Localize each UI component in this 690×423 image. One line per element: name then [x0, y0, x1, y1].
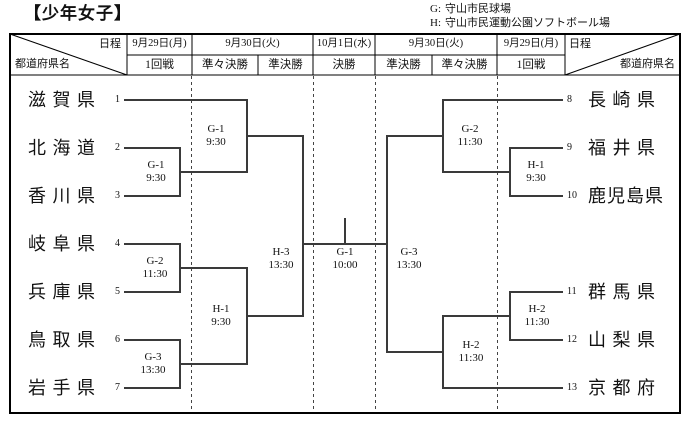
- match-game: H-3: [272, 246, 290, 258]
- match-time: 10:00: [332, 259, 358, 271]
- match-label-r-qf-1: G-2 11:30: [445, 123, 495, 149]
- team-name: 山 梨 県: [588, 330, 656, 350]
- match-label-r-r1-2: H-2 11:30: [512, 303, 562, 329]
- match-game: G-3: [144, 351, 162, 363]
- team-seed: 9: [567, 142, 572, 153]
- match-time: 11:30: [142, 268, 168, 280]
- match-time: 13:30: [396, 259, 422, 271]
- date-col-3: 10月1日(水): [316, 38, 372, 49]
- team-name: 岐 阜 県: [28, 234, 96, 254]
- match-time: 9:30: [211, 316, 231, 328]
- match-label-r-sf: G-3 13:30: [384, 246, 434, 272]
- team-seed: 8: [567, 94, 572, 105]
- venue-legend: G: 守山市民球場 H: 守山市民運動公園ソフトボール場: [430, 2, 610, 30]
- venue-g-name: 守山市民球場: [445, 3, 511, 15]
- team-name: 鹿児島県: [588, 186, 664, 206]
- team-name: 兵 庫 県: [28, 282, 96, 302]
- match-label-l-r1-3: G-3 13:30: [128, 351, 178, 377]
- match-game: H-1: [527, 159, 545, 171]
- round-col-7: 1回戦: [516, 59, 546, 71]
- venue-h-name: 守山市民運動公園ソフトボール場: [445, 17, 610, 29]
- team-name: 群 馬 県: [588, 282, 656, 302]
- team-seed: 13: [567, 382, 577, 393]
- team-name: 福 井 県: [588, 138, 656, 158]
- match-label-l-r1-2: G-2 11:30: [130, 255, 180, 281]
- team-name: 岩 手 県: [28, 378, 96, 398]
- match-time: 9:30: [526, 172, 546, 184]
- match-game: H-2: [462, 339, 480, 351]
- date-col-5: 9月29日(月): [503, 38, 559, 49]
- team-name: 滋 賀 県: [28, 90, 96, 110]
- match-label-r-qf-2: H-2 11:30: [446, 339, 496, 365]
- team-name: 鳥 取 県: [28, 330, 96, 350]
- round-col-5: 準決勝: [386, 59, 421, 71]
- team-seed: 1: [115, 94, 120, 105]
- match-time: 13:30: [140, 364, 166, 376]
- match-game: G-2: [146, 255, 164, 267]
- team-seed: 12: [567, 334, 577, 345]
- bracket-final: [303, 218, 387, 245]
- team-seed: 4: [115, 238, 120, 249]
- date-col-4: 9月30日(火): [408, 38, 464, 49]
- team-seed: 7: [115, 382, 120, 393]
- match-label-r-r1-1: H-1 9:30: [511, 159, 561, 185]
- team-name: 北 海 道: [28, 138, 96, 158]
- legend-venue-h: H: 守山市民運動公園ソフトボール場: [430, 16, 610, 30]
- match-label-l-sf: H-3 13:30: [256, 246, 306, 272]
- team-name: 長 崎 県: [588, 90, 656, 110]
- schedule-label-right: 日程: [569, 38, 591, 50]
- bracket-right-wing: [386, 99, 563, 389]
- match-time: 11:30: [458, 352, 484, 364]
- bracket-left-wing: [124, 99, 304, 389]
- team-seed: 10: [567, 190, 577, 201]
- match-game: G-1: [336, 246, 354, 258]
- match-label-l-qf-1: G-1 9:30: [191, 123, 241, 149]
- match-label-final: G-1 10:00: [320, 246, 370, 272]
- match-game: G-3: [400, 246, 418, 258]
- match-label-l-r1-1: G-1 9:30: [131, 159, 181, 185]
- match-game: H-2: [528, 303, 546, 315]
- match-time: 13:30: [268, 259, 294, 271]
- round-col-2: 準々決勝: [202, 59, 248, 71]
- match-time: 11:30: [524, 316, 550, 328]
- prefecture-label-right: 都道府県名: [620, 58, 675, 70]
- schedule-label-left: 日程: [99, 38, 121, 50]
- round-col-3: 準決勝: [268, 59, 303, 71]
- team-seed: 5: [115, 286, 120, 297]
- prefecture-label-left: 都道府県名: [15, 58, 70, 70]
- legend-venue-g: G: 守山市民球場: [430, 2, 610, 16]
- team-seed: 6: [115, 334, 120, 345]
- date-col-2: 9月30日(火): [225, 38, 280, 49]
- match-game: H-1: [212, 303, 230, 315]
- date-col-1: 9月29日(月): [132, 38, 187, 49]
- team-name: 京 都 府: [588, 378, 656, 398]
- round-col-1: 1回戦: [145, 59, 174, 71]
- match-time: 9:30: [206, 136, 226, 148]
- table-frame: [9, 33, 681, 414]
- team-seed: 3: [115, 190, 120, 201]
- match-label-l-qf-2: H-1 9:30: [196, 303, 246, 329]
- venue-h-code: H:: [430, 17, 441, 29]
- team-name: 香 川 県: [28, 186, 96, 206]
- match-time: 9:30: [146, 172, 166, 184]
- page-title: 【少年女子】: [24, 4, 132, 23]
- match-time: 11:30: [457, 136, 483, 148]
- match-game: G-1: [207, 123, 225, 135]
- match-game: G-2: [461, 123, 479, 135]
- venue-g-code: G:: [430, 3, 441, 15]
- match-game: G-1: [147, 159, 165, 171]
- team-seed: 2: [115, 142, 120, 153]
- team-seed: 11: [567, 286, 577, 297]
- round-col-6: 準々決勝: [441, 59, 488, 71]
- round-col-4: 決勝: [332, 59, 356, 71]
